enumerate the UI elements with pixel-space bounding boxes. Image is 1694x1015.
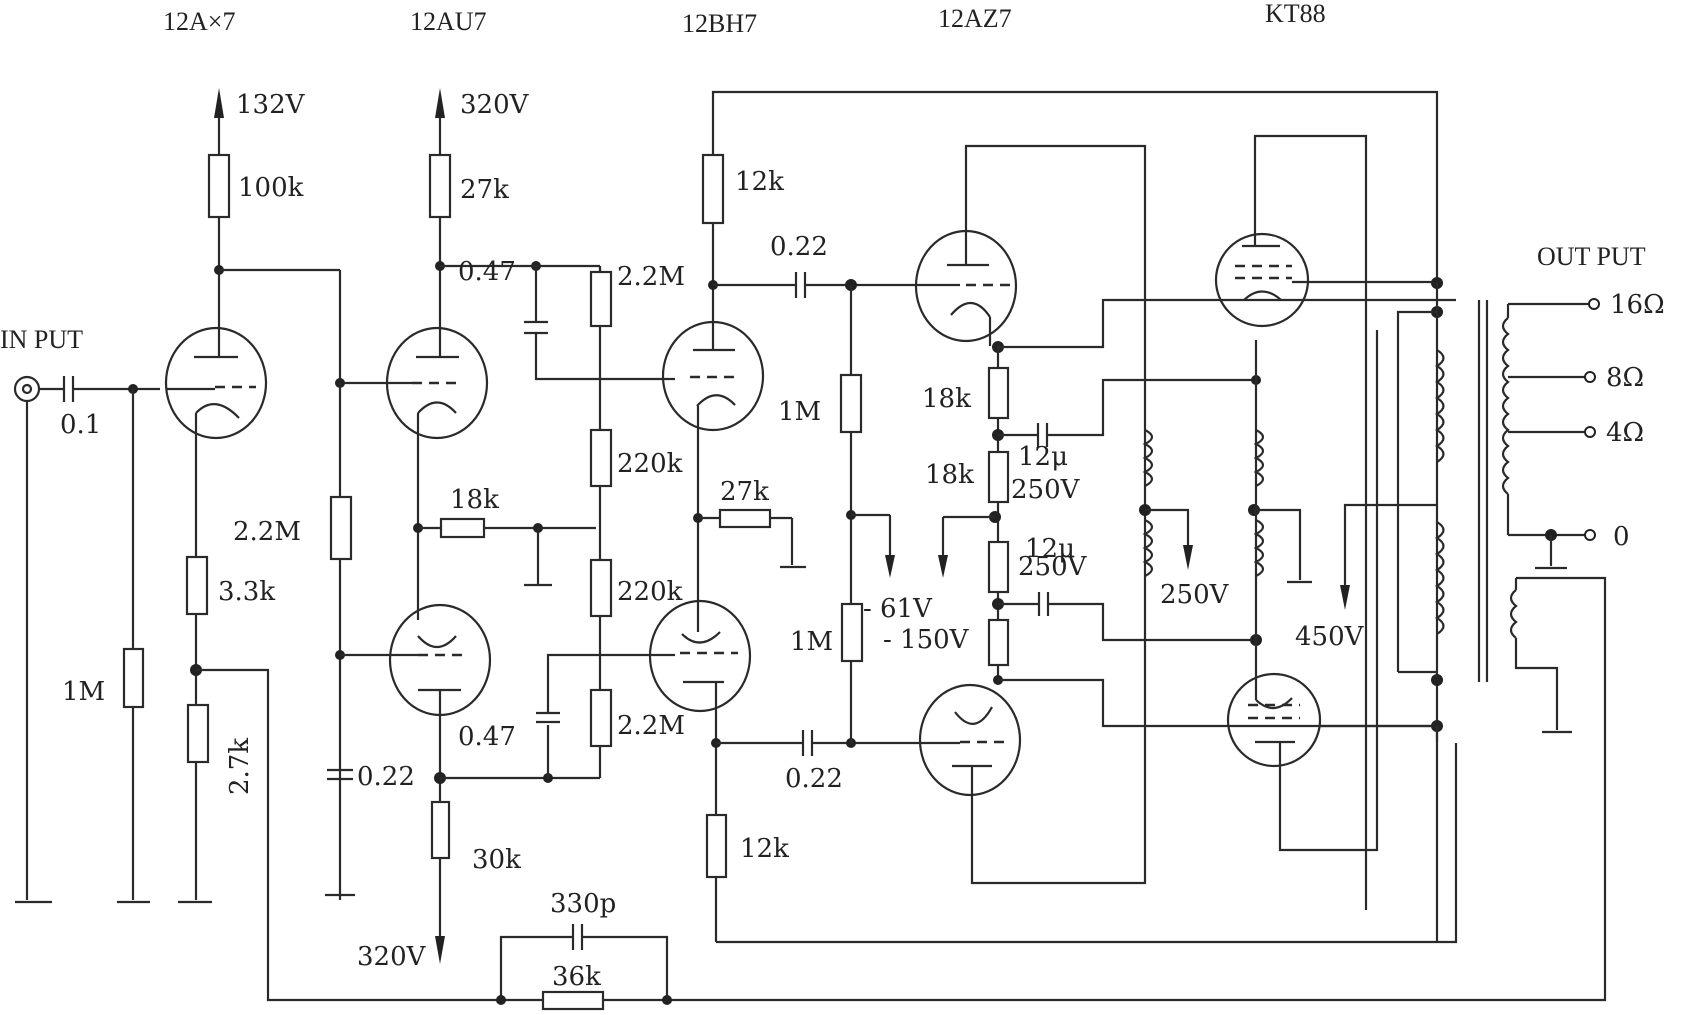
output-tap-8ohm-label: 8Ω — [1606, 363, 1644, 393]
arrow-down-icon — [1340, 585, 1350, 610]
arrow-down-icon — [1183, 545, 1193, 570]
tube-label-kt88: KT88 — [1265, 0, 1326, 28]
resistor-220k-2 — [589, 558, 613, 618]
resistor-1m-v4top — [839, 373, 863, 434]
arrow-up-icon — [435, 88, 445, 118]
resistor-18k-v4-3 — [987, 540, 1010, 594]
resistor-1m-v4top-label: 1M — [778, 397, 821, 427]
resistor-12k-top-label: 12k — [735, 167, 784, 197]
input-cap-label: 0.1 — [60, 410, 101, 440]
resistor-220k-2-label: 220k — [617, 577, 683, 607]
resistor-18k-v4-2 — [987, 450, 1010, 504]
resistor-2.2m-v3g2-label: 2.2M — [617, 711, 685, 741]
arrow-down-icon — [938, 555, 948, 578]
output-transformer — [1434, 300, 1572, 734]
resistor-v4-tail — [987, 618, 1010, 667]
choke-left — [1142, 429, 1154, 577]
resistor-12k-top — [701, 153, 725, 225]
supply-250v: 250V — [1160, 580, 1230, 610]
output-tap-16ohm-label: 16Ω — [1610, 290, 1665, 320]
supply-320v-tail: 320V — [357, 942, 427, 972]
resistor-1m-v4bottom — [840, 602, 864, 663]
output-label: OUT PUT — [1537, 242, 1646, 271]
resistor-2.2m-v2grid-label: 2.2M — [233, 517, 301, 547]
tube-label-12az7: 12AZ7 — [938, 4, 1012, 33]
resistor-27k-v3 — [718, 508, 772, 529]
cap-12u-top-voltage: 250V — [1011, 475, 1081, 505]
cap-12u-bottom-voltage: 250V — [1018, 552, 1088, 582]
resistor-18k-v4-1 — [987, 366, 1010, 420]
resistor-12k-bottom — [705, 813, 728, 879]
output-tap-4ohm-label: 4Ω — [1606, 418, 1644, 448]
output-tap-0-label: 0 — [1613, 522, 1630, 552]
supply-450v: 450V — [1295, 622, 1365, 652]
output-tap-8ohm[interactable] — [1584, 371, 1596, 383]
resistor-27k-v3-label: 27k — [720, 477, 769, 507]
resistor-18k-v2 — [439, 517, 486, 539]
output-tap-0[interactable] — [1584, 529, 1596, 541]
input-label: IN PUT — [0, 325, 83, 354]
resistor-27k — [428, 153, 452, 219]
tube-kt88-top — [1214, 232, 1310, 328]
cap-0.47-top-label: 0.47 — [458, 257, 516, 287]
cap-0.22-top-label: 0.22 — [770, 232, 828, 262]
resistor-100k — [207, 153, 231, 219]
resistor-18k-v4-1-label: 18k — [922, 384, 971, 414]
resistor-12k-bottom-label: 12k — [740, 834, 789, 864]
tube-12au7-top — [340, 326, 489, 440]
feedback-network — [496, 924, 672, 1011]
arrow-down-icon — [885, 555, 895, 578]
cap-0.22-bottom-label: 0.22 — [785, 764, 843, 794]
resistor-30k — [430, 800, 451, 860]
tube-12bh7-bottom — [648, 599, 752, 713]
resistor-2.2m-v3g2 — [589, 688, 613, 748]
cap-12u-top-value: 12μ — [1018, 442, 1068, 472]
input-wiring — [15, 376, 160, 904]
cap-12u-bottom-value: 12μ — [1025, 534, 1075, 564]
resistor-1m-v4bottom-label: 1M — [790, 627, 833, 657]
supply-320v-top: 320V — [460, 90, 530, 120]
resistor-2.2m-v3g1 — [589, 270, 613, 328]
resistor-18k-v2-label: 18k — [450, 485, 499, 515]
cap-0.47-bottom-label: 0.47 — [458, 722, 516, 752]
input-jack[interactable] — [13, 375, 41, 403]
resistor-27k-label: 27k — [460, 175, 509, 205]
feedback-cap-330p-label: 330p — [550, 889, 616, 919]
resistor-2.7k-label: 2.7k — [225, 738, 255, 795]
resistor-1m-grid — [122, 647, 145, 709]
cap-0.22-v2-label: 0.22 — [357, 762, 415, 792]
resistor-100k-label: 100k — [238, 173, 304, 203]
arrow-down-icon — [435, 936, 445, 964]
resistor-220k-1-label: 220k — [617, 449, 683, 479]
supply-132v: 132V — [236, 90, 306, 120]
tube-12az7-bottom — [918, 683, 1022, 797]
tube-label-12bh7: 12BH7 — [682, 9, 757, 38]
resistor-1m-grid-label: 1M — [62, 677, 105, 707]
resistor-2.2m-v3g1-label: 2.2M — [617, 262, 685, 292]
resistor-2.7k — [186, 703, 210, 764]
arrow-up-icon — [214, 88, 224, 118]
bias-minus-61v: - 61V — [863, 594, 933, 624]
tube-kt88-bottom — [1226, 672, 1322, 768]
tube-12ax7 — [164, 326, 268, 440]
resistor-30k-label: 30k — [472, 845, 521, 875]
output-tap-4ohm[interactable] — [1584, 426, 1596, 438]
output-tap-16ohm[interactable] — [1588, 298, 1600, 310]
bias-minus-150v: - 150V — [883, 625, 970, 655]
tube-label-12au7: 12AU7 — [410, 7, 487, 36]
resistor-18k-v4-2-label: 18k — [925, 460, 974, 490]
resistor-220k-1 — [589, 428, 613, 488]
feedback-resistor-36k-label: 36k — [552, 962, 601, 992]
resistor-3.3k — [185, 555, 209, 616]
resistor-2.2m-v2grid — [329, 495, 353, 561]
resistor-3.3k-label: 3.3k — [218, 577, 275, 607]
tube-12au7-bottom — [340, 603, 492, 717]
tube-label-12ax7: 12A×7 — [163, 7, 235, 36]
